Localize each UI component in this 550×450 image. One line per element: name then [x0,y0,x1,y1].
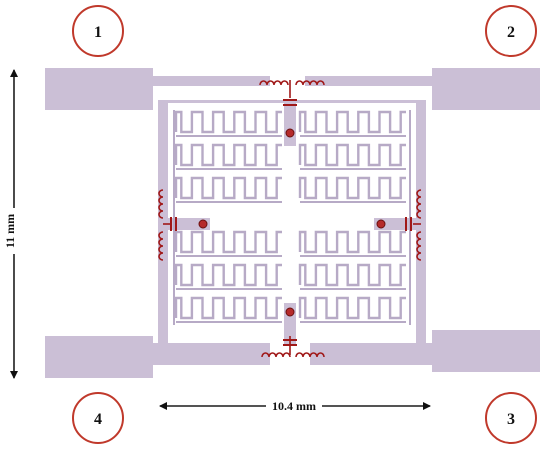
top-inner-line [168,100,416,103]
bottom-right-inductor [295,352,325,358]
left-capacitor [170,217,177,231]
via-holes [198,128,386,317]
meander-lines [173,110,411,325]
meander-right-row-3 [298,176,406,200]
right-lower-inductor [416,231,422,261]
left-lower-inductor [158,231,164,261]
left-upper-inductor [158,189,164,219]
bottom-left-inductor [261,352,291,358]
right-capacitor [405,217,412,231]
right-branch [416,100,426,345]
meander-right-row-6 [298,296,406,320]
meander-left-row-6 [174,296,282,320]
port-1-label: 1 [94,24,102,41]
height-label: 11 mm [3,214,17,248]
width-label: 10.4 mm [272,399,316,413]
port-2-ring [485,5,537,57]
port-2-marker: 2 [485,5,537,57]
meander-right-row-2 [298,143,406,167]
top-left-line [153,76,270,86]
meander-left-row-1 [174,110,282,134]
bottom-left-line [153,343,270,365]
port-3-marker: 3 [485,392,537,444]
left-center-stub [168,218,210,230]
bottom-right-line [310,343,432,365]
top-capacitor [283,99,297,106]
port-1-marker: 1 [72,5,124,57]
lumped-elements [158,80,422,358]
port-1-ring [72,5,124,57]
width-dimension: 10.4 mm [159,398,431,414]
left-branch [158,100,168,345]
top-right-inductor [295,80,325,86]
right-upper-inductor [416,189,422,219]
via-bottom [285,307,295,317]
meander-left-row-2 [174,143,282,167]
meander-left-row-3 [174,176,282,200]
port-3-label: 3 [507,411,515,428]
port-4-pad [45,336,153,378]
port-4-marker: 4 [72,392,124,444]
port-3-ring [485,392,537,444]
height-dimension: 11 mm [3,69,22,379]
port-2-label: 2 [507,24,515,41]
meander-right-row-1 [298,110,406,134]
top-right-line [305,76,432,86]
via-left [198,219,208,229]
height-label-bg [6,208,22,254]
meander-right-row-5 [298,263,406,287]
bottom-capacitor [283,339,297,346]
port-3-pad [432,330,540,372]
meander-right-row-4 [298,230,406,254]
meander-left-row-5 [174,263,282,287]
top-center-stub [284,100,296,146]
via-right [376,219,386,229]
port-1-pad [45,68,153,110]
meander-left-row-4 [174,230,282,254]
top-left-inductor [259,80,289,86]
port-4-ring [72,392,124,444]
width-label-bg [266,398,322,414]
port-4-label: 4 [94,411,102,428]
via-top [285,128,295,138]
port-2-pad [432,68,540,110]
feed-lines [45,68,540,378]
